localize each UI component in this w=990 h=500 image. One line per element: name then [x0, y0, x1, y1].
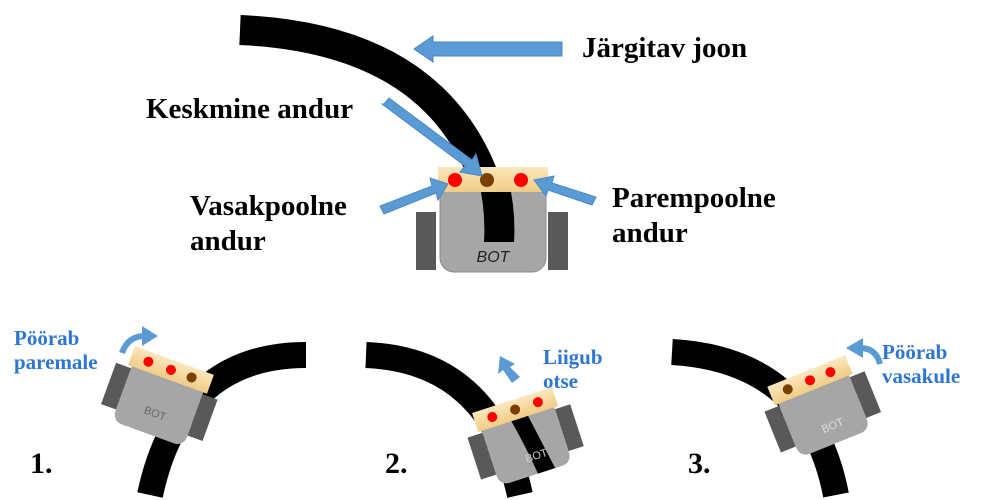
scenario-1-number: 1.: [30, 447, 53, 480]
center-sensor-arrow: [380, 97, 483, 177]
left-sensor: [448, 173, 462, 187]
robot-scenario-1: BOT: [101, 346, 218, 445]
scenario-3-number: 3.: [688, 447, 711, 480]
robot-scenario-3: BOT: [764, 355, 882, 455]
left-sensor-label-2: andur: [190, 225, 266, 257]
right-sensor-label-2: andur: [612, 217, 688, 249]
straight-arrow-icon: [498, 356, 520, 383]
arrows: [379, 35, 597, 215]
turn-left-arrowhead-icon: [846, 338, 863, 358]
center-sensor-label: Keskmine andur: [146, 93, 354, 125]
scenario-2-action-2: otse: [543, 369, 578, 393]
scenario-1-action-2: paremale: [14, 350, 98, 374]
robot-scenario-2: BOT: [467, 387, 584, 484]
left-sensor-label-1: Vasakpoolne: [190, 190, 347, 222]
right-sensor-arrow: [533, 175, 597, 206]
left-sensor-arrow: [379, 177, 449, 215]
line-under-robot: [478, 178, 515, 242]
turn-right-arrowhead-icon: [142, 326, 158, 346]
scenario-1-action-1: Pöörab: [14, 326, 80, 350]
main-robot: BOT: [416, 167, 568, 273]
line-pointer-arrow: [413, 35, 563, 63]
scenario-3-action-1: Pöörab: [882, 340, 948, 364]
scenario-3-action-2: vasakule: [882, 364, 961, 388]
scenario-2-number: 2.: [385, 447, 408, 480]
robot-label: BOT: [477, 249, 511, 266]
line-label: Järgitav joon: [582, 32, 748, 64]
right-sensor: [514, 173, 528, 187]
left-wheel: [416, 212, 436, 270]
scenario-2-action-1: Liigub: [543, 345, 603, 369]
right-wheel: [548, 212, 568, 270]
center-sensor: [480, 173, 494, 187]
right-sensor-label-1: Parempoolne: [612, 182, 776, 214]
